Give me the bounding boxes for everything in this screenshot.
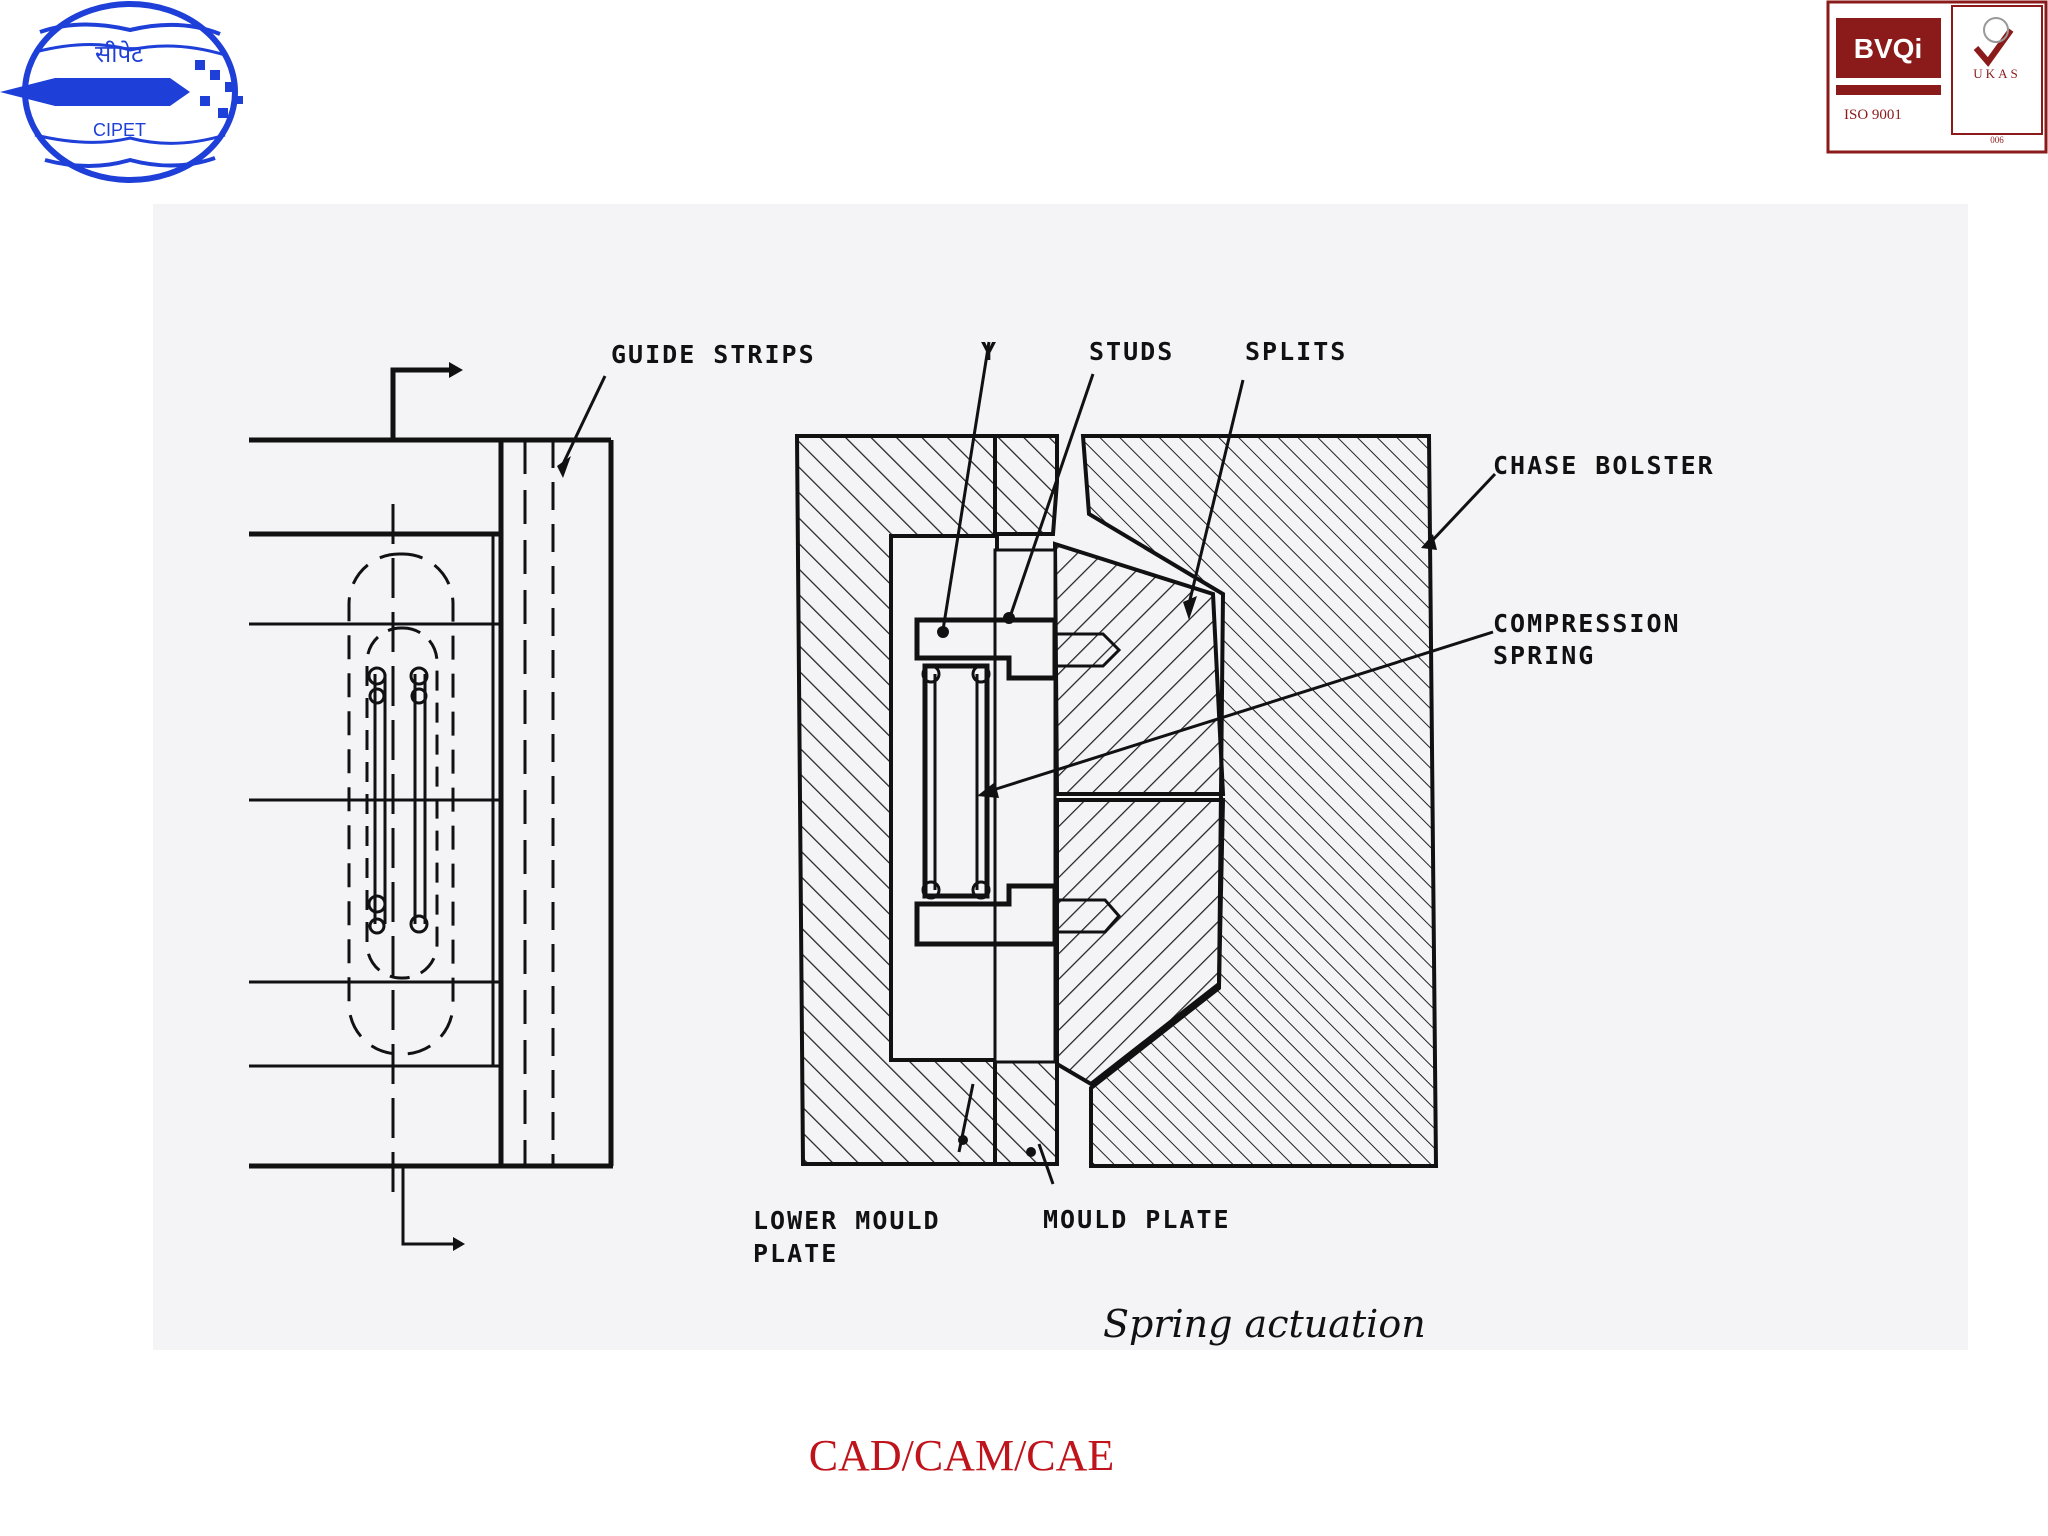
mould-diagram-panel: GUIDE STRIPS Y STUDS SPLITS CHASE BOLSTE… bbox=[153, 204, 1968, 1350]
side-view bbox=[249, 362, 614, 1251]
label-lower-mould: LOWER MOULD bbox=[753, 1206, 941, 1235]
cipet-text: CIPET bbox=[93, 120, 146, 140]
cert-code: 006 bbox=[1990, 135, 2004, 145]
crown-icon bbox=[1983, 17, 2009, 43]
iso-standard: ISO 9001 bbox=[1844, 107, 1902, 123]
label-studs: STUDS bbox=[1089, 337, 1174, 366]
diagram-caption: Spring actuation bbox=[1103, 1302, 1426, 1346]
footer: CAD/CAM/CAE bbox=[0, 1430, 2048, 1481]
spring-actuation-diagram: GUIDE STRIPS Y STUDS SPLITS CHASE BOLSTE… bbox=[249, 337, 1715, 1346]
label-y: Y bbox=[981, 337, 998, 366]
label-splits: SPLITS bbox=[1245, 337, 1347, 366]
cipet-hindi-text: सीपेट bbox=[95, 40, 144, 68]
cipet-logo: सीपेट CIPET bbox=[0, 0, 260, 195]
bvqi-ukas-certification: BVQi ISO 9001 UKAS 006 bbox=[1826, 0, 2048, 155]
section-view bbox=[794, 341, 1497, 1185]
ukas-text: UKAS bbox=[1973, 66, 2020, 81]
bvqi-brand: BVQi bbox=[1854, 33, 1922, 64]
label-guide-strips: GUIDE STRIPS bbox=[611, 340, 816, 369]
label-mould-plate: MOULD PLATE bbox=[1043, 1205, 1231, 1234]
label-compression: COMPRESSION bbox=[1493, 609, 1681, 638]
footer-title: CAD/CAM/CAE bbox=[808, 1431, 1115, 1480]
label-chase-bolster: CHASE BOLSTER bbox=[1493, 451, 1715, 480]
label-plate: PLATE bbox=[753, 1239, 838, 1268]
label-spring: SPRING bbox=[1493, 641, 1595, 670]
